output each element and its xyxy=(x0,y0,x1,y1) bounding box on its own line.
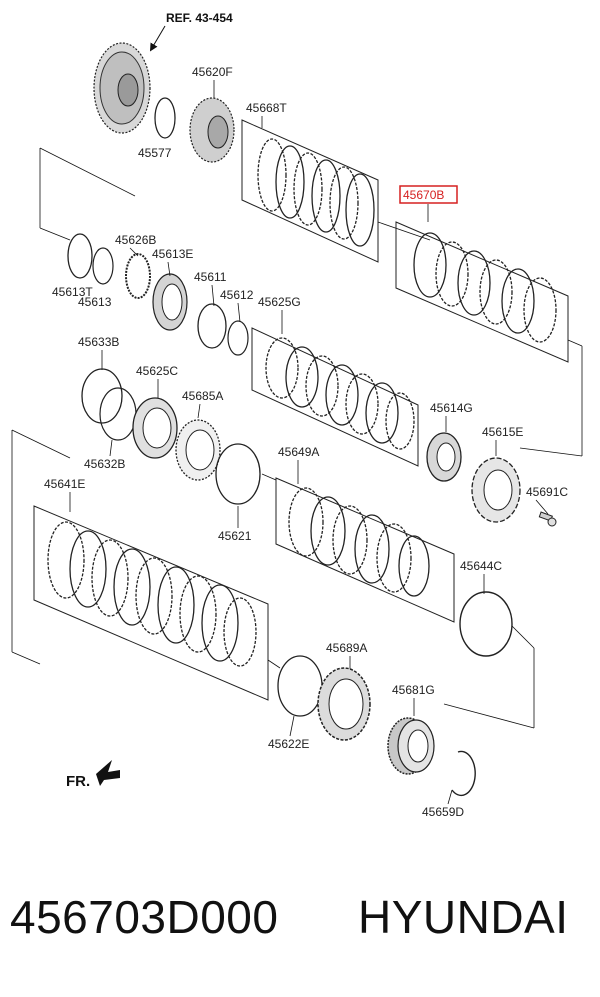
label-45613E: 45613E xyxy=(152,247,193,261)
group-box-45625G xyxy=(251,327,419,467)
front-direction-label: FR. xyxy=(66,773,90,790)
part-number: 456703D000 xyxy=(10,891,279,943)
label-45625C: 45625C xyxy=(136,364,178,378)
exploded-parts-diagram: REF. 43-454 45577 45620F 45668T 45670B xyxy=(11,11,583,819)
ring-45622E xyxy=(277,655,323,717)
label-45691C: 45691C xyxy=(526,485,568,499)
label-45649A: 45649A xyxy=(278,445,319,459)
ref-label: REF. 43-454 xyxy=(166,11,233,25)
part-45681G xyxy=(387,717,435,775)
group-box-45668T xyxy=(241,119,379,263)
label-45577: 45577 xyxy=(138,146,172,160)
spring-retainer-45685A xyxy=(175,419,221,481)
label-45659D: 45659D xyxy=(422,805,464,819)
label-45644C: 45644C xyxy=(460,559,502,573)
label-45620F: 45620F xyxy=(192,65,233,79)
front-arrow-icon xyxy=(96,760,120,786)
bolt-45691C xyxy=(538,511,557,527)
label-45681G: 45681G xyxy=(392,683,435,697)
label-45689A: 45689A xyxy=(326,641,367,655)
drum-gear-part xyxy=(93,42,151,134)
label-45613T: 45613T xyxy=(52,285,93,299)
label-45613: 45613 xyxy=(78,295,112,309)
label-45670B: 45670B xyxy=(403,188,444,202)
label-45668T: 45668T xyxy=(246,101,287,115)
gear-45620F xyxy=(189,97,235,163)
clutch-plates-45668T xyxy=(257,138,375,247)
highlight-box-45670B xyxy=(399,185,458,204)
label-45625G: 45625G xyxy=(258,295,301,309)
clutch-plates-45670B xyxy=(413,232,557,343)
label-45633B: 45633B xyxy=(78,335,119,349)
spring-45626B xyxy=(125,253,151,299)
ring-45633B xyxy=(81,368,123,424)
group-box-45670B xyxy=(395,221,569,363)
ring-45613T xyxy=(67,233,93,279)
plate-45625C xyxy=(132,397,178,459)
ring-45612 xyxy=(227,320,249,356)
group-box-45641E xyxy=(33,505,269,701)
piston-45613E xyxy=(152,273,188,331)
part-45614G xyxy=(426,432,462,482)
label-45626B: 45626B xyxy=(115,233,156,247)
ring-45644C xyxy=(459,591,513,657)
ring-45611 xyxy=(197,303,227,349)
ring-45621 xyxy=(215,443,261,505)
label-45614G: 45614G xyxy=(430,401,473,415)
part-45689A xyxy=(317,667,371,741)
brand-name: HYUNDAI xyxy=(358,891,569,943)
footer: 456703D000 HYUNDAI xyxy=(0,880,600,997)
label-45641E: 45641E xyxy=(44,477,85,491)
snap-ring-45659D xyxy=(451,750,476,797)
part-45615E xyxy=(471,457,521,523)
group-box-45649A xyxy=(275,477,455,623)
label-45615E: 45615E xyxy=(482,425,523,439)
ring-45613 xyxy=(92,247,114,285)
ring-45632B xyxy=(99,387,137,441)
label-45621: 45621 xyxy=(218,529,252,543)
label-45622E: 45622E xyxy=(268,737,309,751)
clutch-plates-45641E xyxy=(47,521,257,667)
label-45611: 45611 xyxy=(194,270,227,284)
label-45612: 45612 xyxy=(220,288,254,302)
ref-arrow xyxy=(149,25,166,52)
clutch-plates-45649A xyxy=(288,487,430,597)
label-45685A: 45685A xyxy=(182,389,223,403)
clutch-plates-45625G xyxy=(265,337,415,450)
label-45632B: 45632B xyxy=(84,457,125,471)
snap-ring-45577 xyxy=(154,97,176,139)
